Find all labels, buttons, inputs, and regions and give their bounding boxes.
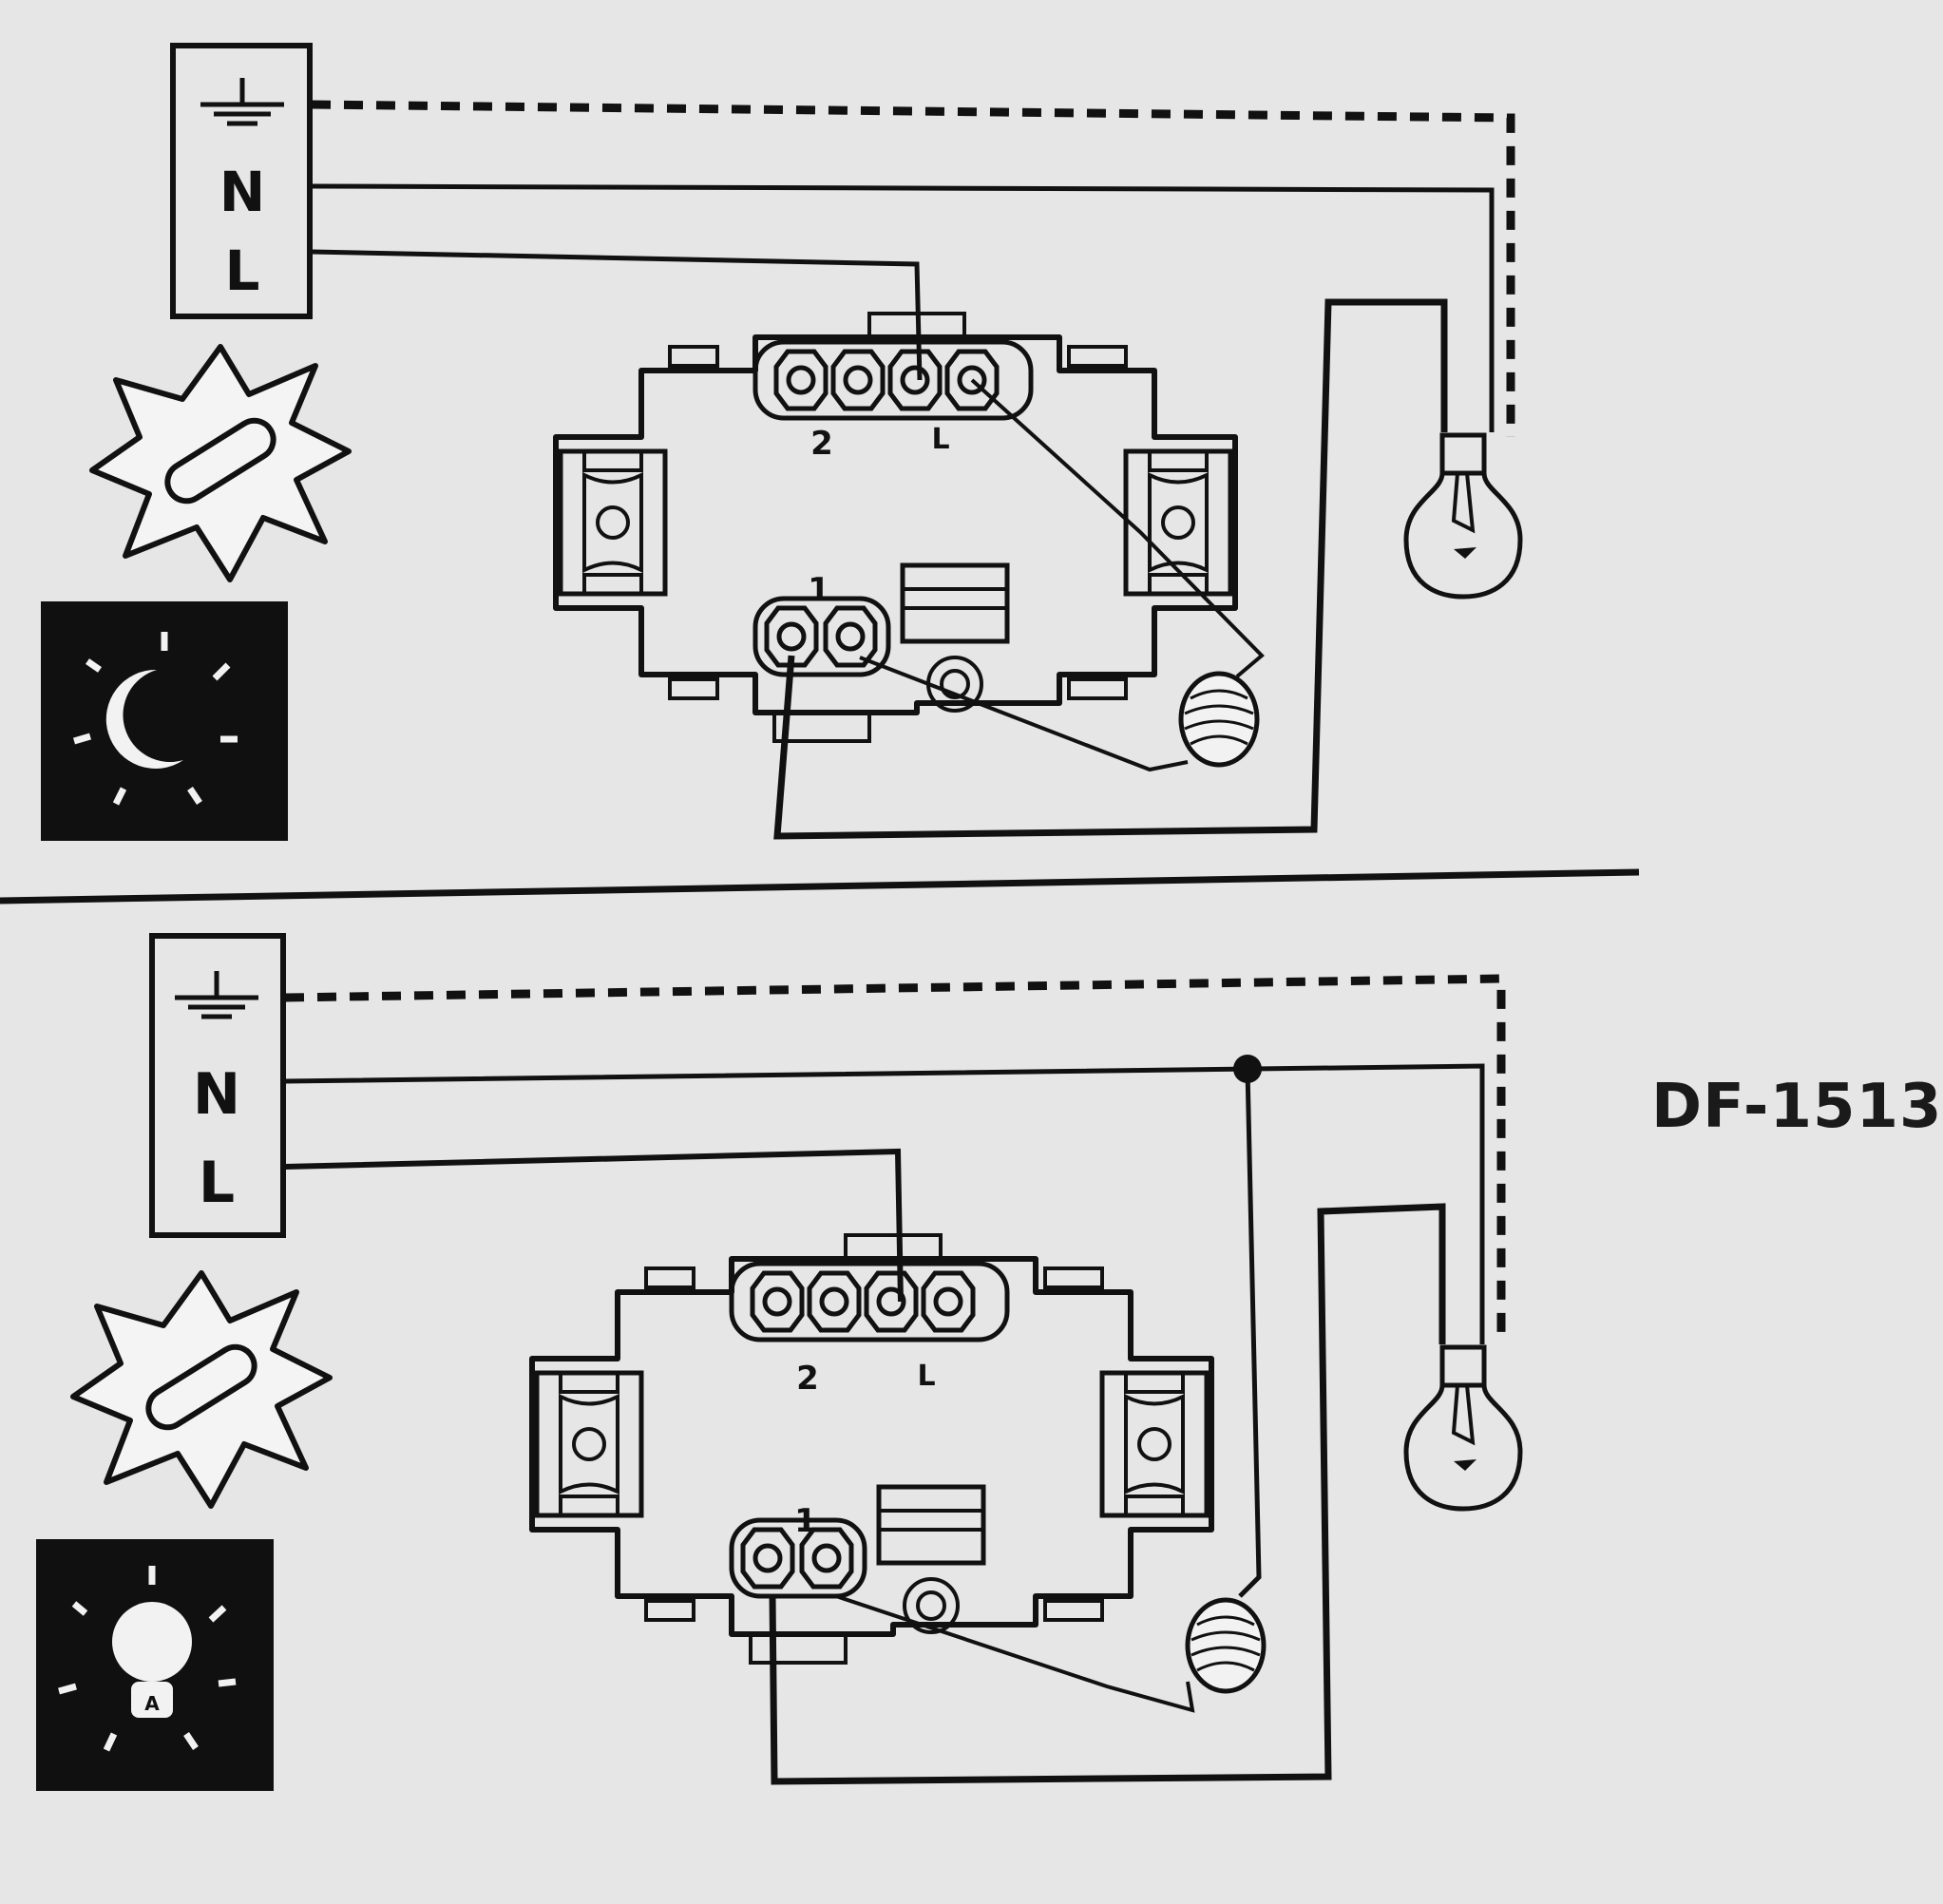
terminal-label-n: N [219, 160, 266, 224]
earth-icon [200, 78, 284, 124]
sensor-lead [835, 1594, 1195, 1713]
terminal-label-l: L [225, 238, 260, 303]
switch-terminal-2: 2 [810, 425, 833, 463]
day-mode-icon: A [36, 1539, 274, 1791]
night-mode-icon [41, 601, 288, 841]
sensor-lead [859, 656, 1189, 772]
switch-terminal-2: 2 [796, 1360, 819, 1398]
terminal-block [170, 43, 313, 319]
panel-bottom: N L 2 L 1 A [36, 933, 1520, 1791]
load-wire [773, 298, 1448, 840]
model-code: DF-1513 [1651, 1072, 1943, 1142]
panel-divider [0, 868, 1640, 904]
sun-icon [73, 1273, 330, 1506]
terminal-label-n: N [193, 1061, 240, 1128]
switch-terminal-1: 1 [794, 1502, 817, 1540]
panel-top: N L 2 L 1 [41, 43, 1520, 841]
earth-wire [284, 974, 1506, 1344]
lamp-bulb-icon [1406, 435, 1520, 597]
switch-terminal-l: L [917, 1360, 935, 1393]
wiring-diagram-sheet: N L 2 L 1 [0, 43, 1942, 1791]
terminal-block [149, 933, 286, 1238]
sun-icon [92, 347, 349, 580]
light-sensor-icon [1181, 674, 1257, 765]
load-wire [769, 1203, 1446, 1785]
earth-wire [311, 100, 1515, 437]
twilight-switch [532, 1235, 1211, 1663]
light-sensor-icon [1188, 1600, 1264, 1691]
neutral-wire [284, 1063, 1485, 1344]
terminal-label-l: L [199, 1150, 235, 1216]
switch-terminal-l: L [931, 423, 949, 456]
live-wire [284, 1148, 904, 1303]
live-wire [311, 249, 923, 381]
lamp-bulb-icon [1406, 1347, 1520, 1509]
sensor-lead [970, 378, 1265, 678]
sensor-neutral-lead [1238, 1068, 1262, 1598]
switch-terminal-1: 1 [808, 571, 830, 609]
earth-icon [175, 971, 258, 1017]
svg-text:A: A [144, 1692, 160, 1715]
neutral-wire [311, 183, 1495, 432]
